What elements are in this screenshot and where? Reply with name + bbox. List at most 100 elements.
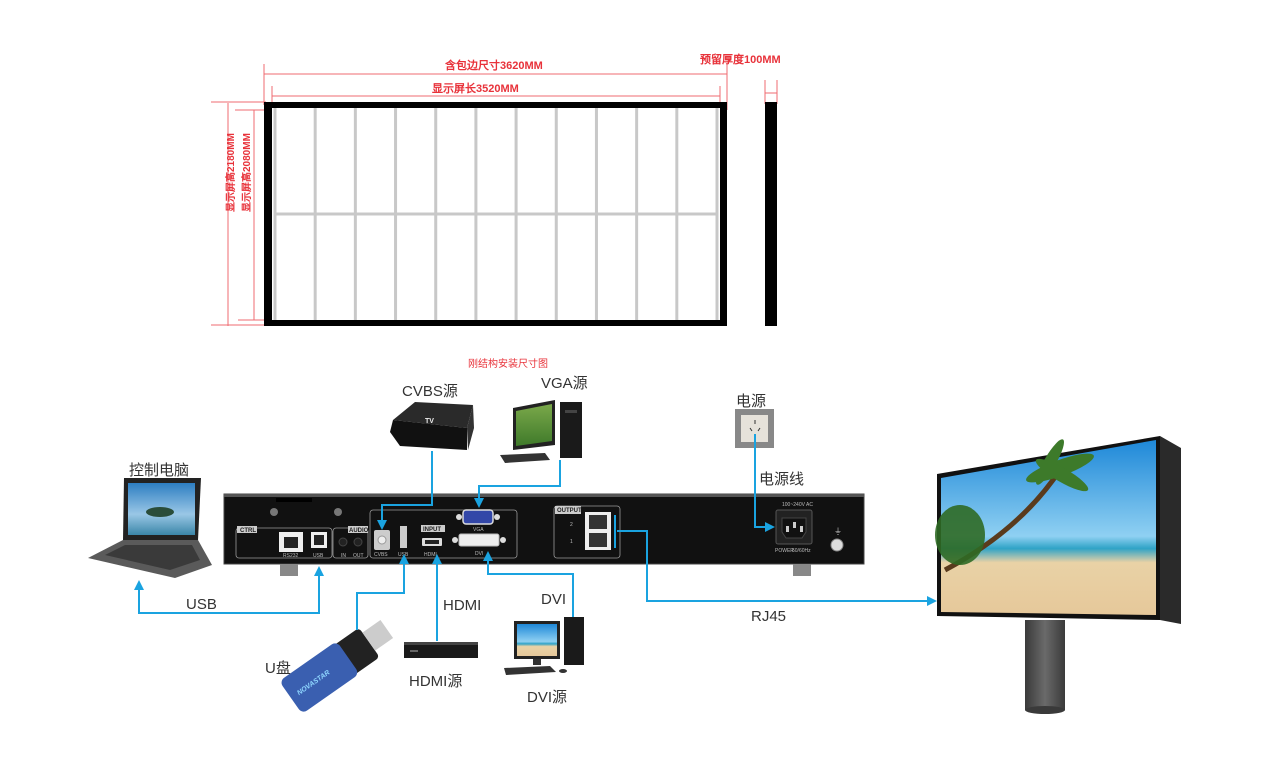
ctrl-tag [237,526,257,533]
power-cable [754,434,775,532]
outlet-pin [757,427,761,432]
voltage-label: 100~240V AC [782,502,813,508]
ctrl-section [235,527,333,559]
ground-icon: ⏚ [834,527,842,536]
power-pin [786,526,789,532]
tv-box-side [467,405,474,450]
output-tag [555,506,581,514]
outlet-pin [749,427,753,432]
controller-foot [793,564,811,576]
screen-cabinet-side [1160,436,1181,624]
ctrl-tag-text: CTRL [240,528,256,534]
rs232-port-hole [284,537,298,548]
audio-tag [348,526,368,533]
dvi-monitor-screen [517,624,557,656]
usb-drive-icon: NOVASTAR [281,620,394,712]
display-width-label: 显示屏长3520MM [432,83,519,95]
power-pin [800,526,803,532]
controller-slot [276,498,312,502]
frequency-label: 50/60Hz [792,548,811,554]
usb-a-port [400,526,407,548]
vga-cable [474,460,561,508]
control-pc-label: 控制电脑 [129,462,190,479]
output-port-2-label: 2 [570,522,573,528]
screw-icon [270,508,278,516]
dvi-monitor-stand [533,659,541,665]
palm-leaves [1026,439,1094,492]
dvi-tower [564,617,584,665]
usb-drive-cable [356,554,409,630]
vga-screw [494,514,500,520]
usb-drive-plug [362,620,394,651]
vga-screw [456,514,462,520]
usb-cable-label: USB [186,596,217,613]
side-depth-profile [765,102,777,326]
controller-foot [280,564,298,576]
dvi-label: DVI [475,551,483,557]
cvbs-label: CVBS [374,552,388,558]
vga-pc-icon [500,400,582,463]
dvi-keyboard [504,666,556,675]
power-label: POWER [775,548,794,554]
dvi-cable [483,551,574,617]
rj45-port-2 [589,515,607,529]
controller-top-edge [224,494,864,497]
dvi-cable-label: DVI [541,591,567,608]
vga-label: VGA [473,527,484,533]
output-tag-text: OUTPUT [557,508,582,514]
hdmi-cable-label: HDMI [443,597,482,614]
tv-box-label: TV [425,418,434,425]
hdmi-box-led [410,650,418,652]
vga-monitor-screen [516,404,552,446]
hdmi-label: HDMI [424,552,437,558]
hdmi-box-top [404,642,478,645]
audio-out-label: OUT [353,553,364,559]
total-width-label: 含包边尺寸3620MM [445,60,543,72]
audio-tag-text: AUDIO [349,528,369,534]
vga-source-label: VGA源 [541,375,588,392]
audio-in-label: IN [341,553,346,559]
led-controller: CTRL RS232 USB AUDIO IN OUT INPUT CVBS U… [223,493,865,576]
output-port-1-label: 1 [570,539,573,545]
power-label: 电源 [736,393,767,410]
audio-in-jack [338,537,348,547]
tv-box-front [390,420,467,450]
audio-out-jack [353,537,363,547]
input-tag-text: INPUT [423,527,441,533]
vga-port [462,509,494,525]
dvi-pc-icon [504,617,584,675]
tv-box-top [393,402,473,428]
ground-screw [830,538,844,552]
reserved-depth-label: 预留厚度100MM [700,54,781,66]
dvi-port [458,533,500,547]
screen-display [941,440,1156,615]
drawing-svg [211,64,778,326]
rs232-label: RS232 [283,553,299,559]
rj45-cable-label: RJ45 [751,608,787,625]
cables [134,434,937,641]
usb-drive-label: U盘 [265,660,291,677]
screw-icon [334,508,342,516]
power-pin [793,522,796,528]
hdmi-box-icon [404,642,478,658]
usb-b-port-hole [314,535,324,545]
dvi-source-label: DVI源 [527,689,568,706]
power-cable-label: 电源线 [759,471,805,488]
usb-drive-cover [281,643,358,712]
screen-pole-base [1025,706,1065,714]
hdmi-box-body [404,642,478,658]
cvbs-cable [377,451,433,530]
dvi-screw [452,537,458,543]
cvbs-source-label: CVBS源 [402,383,458,400]
input-section [369,509,518,559]
laptop-keyboard [105,545,200,570]
vga-tower [560,402,582,458]
hdmi-source-label: HDMI源 [409,673,463,690]
dvi-mouse [559,669,567,673]
vga-keyboard [500,453,550,463]
dvi-screw [500,537,506,543]
laptop-icon [88,478,212,578]
tv-box-icon: TV [390,402,474,450]
hdmi-port-hole [425,540,439,544]
